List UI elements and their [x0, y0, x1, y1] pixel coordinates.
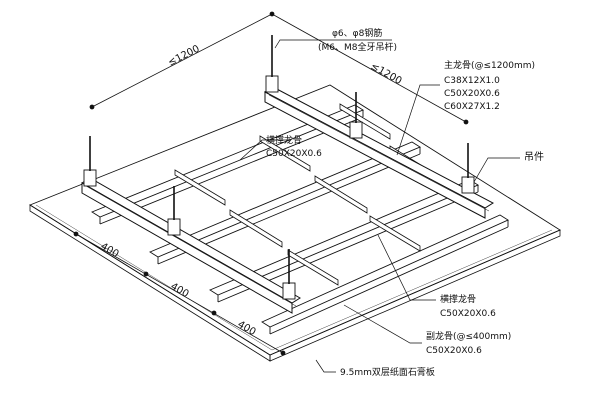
cross-brace-top-spec: C50X20X0.6 [266, 149, 322, 159]
callout-labels: φ6、φ8钢筋 (M6、M8全牙吊杆) 主龙骨(@≤1200mm) C38X12… [266, 27, 544, 378]
main-keel-spec2: C50X20X0.6 [444, 89, 500, 99]
dim-400-b-label: 400 [169, 281, 191, 300]
cross-brace-bottom-spec: C50X20X0.6 [440, 309, 496, 319]
board-title: 9.5mm双层纸面石膏板 [340, 366, 435, 378]
cross-brace-top-title: 横撑龙骨 [266, 134, 302, 146]
main-keel-title: 主龙骨(@≤1200mm) [444, 59, 535, 71]
dimension-lines [73, 11, 469, 356]
hanging-rods [89, 35, 469, 284]
rod-spec-line2: (M6、M8全牙吊杆) [318, 41, 397, 53]
hangers [83, 75, 475, 300]
main-keel-spec3: C60X27X1.2 [444, 102, 500, 112]
rod-spec-line1: φ6、φ8钢筋 [332, 27, 382, 39]
cross-braces [174, 103, 443, 286]
dim-top-label: ≤1200 [166, 44, 201, 69]
secondary-keels [91, 104, 509, 335]
leader-lines [239, 39, 520, 373]
hanger-title: 吊件 [524, 151, 544, 163]
secondary-keel-title: 副龙骨(@≤400mm) [426, 330, 511, 342]
secondary-keel-spec: C50X20X0.6 [426, 346, 482, 356]
dim-right-label: ≤1200 [369, 61, 404, 87]
main-keel-spec1: C38X12X1.0 [444, 76, 500, 86]
cross-brace-bottom-title: 横撑龙骨 [440, 293, 476, 305]
main-keels [81, 86, 495, 314]
gypsum-board [29, 84, 561, 362]
